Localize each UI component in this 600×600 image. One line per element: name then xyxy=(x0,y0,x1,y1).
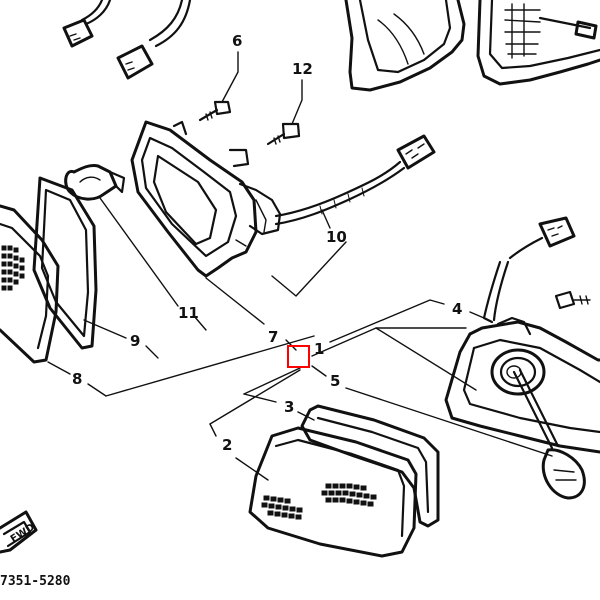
left-bulb xyxy=(64,164,126,201)
lower-lens xyxy=(248,426,418,558)
top-right-housing-left xyxy=(344,0,466,92)
right-bulb xyxy=(512,368,586,500)
right-screw xyxy=(554,290,591,310)
callout-4: 4 xyxy=(452,300,462,318)
callout-labels: 6 12 10 11 7 9 8 1 4 5 3 2 xyxy=(72,32,462,454)
lens-grid-left xyxy=(1,245,25,291)
top-connector-left xyxy=(62,0,112,48)
callout-3: 3 xyxy=(284,398,294,416)
left-wire-harness xyxy=(274,134,436,226)
callout-9: 9 xyxy=(130,332,140,350)
lens-grid-lower xyxy=(261,483,377,520)
callout-6: 6 xyxy=(232,32,242,50)
highlight-box xyxy=(287,345,310,368)
fwd-arrow: FWD xyxy=(0,510,38,554)
callout-11: 11 xyxy=(178,304,199,322)
callout-5: 5 xyxy=(330,372,340,390)
left-gasket xyxy=(32,176,98,350)
top-right-housing-right xyxy=(476,0,600,86)
screw-6 xyxy=(198,100,232,122)
callout-12: 12 xyxy=(292,60,313,78)
callout-10: 10 xyxy=(326,228,347,246)
left-housing xyxy=(130,120,282,278)
top-connector-right xyxy=(116,0,192,80)
callout-7: 7 xyxy=(268,328,278,346)
callout-2: 2 xyxy=(222,436,232,454)
lower-gasket xyxy=(300,404,440,528)
screw-12 xyxy=(266,122,301,146)
left-lens xyxy=(0,204,60,364)
callout-1: 1 xyxy=(314,340,324,358)
leader-lines xyxy=(47,51,553,481)
callout-8: 8 xyxy=(72,370,82,388)
part-number: 7351-5280 xyxy=(0,574,71,589)
